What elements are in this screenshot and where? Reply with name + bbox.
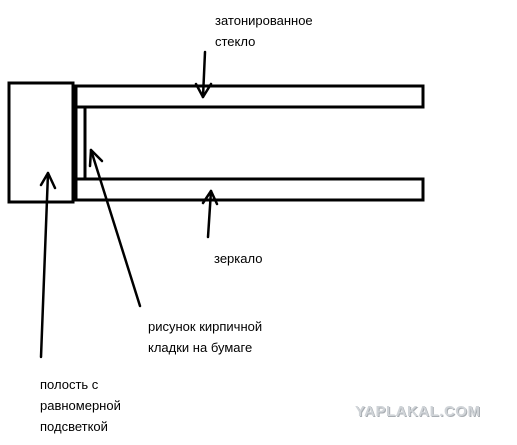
- site-watermark: YAPLAKAL.COM: [355, 403, 481, 420]
- cavity-label: полость с равномерной подсветкой: [40, 374, 121, 437]
- tinted-glass-label: затонированное стекло: [215, 10, 313, 52]
- cavity-label-line: полость с: [40, 377, 99, 392]
- brick-pattern-paper: [74, 105, 87, 181]
- mirror-arrow: [201, 189, 219, 239]
- brick-pattern-label: рисунок кирпичной кладки на бумаге: [148, 316, 262, 358]
- cavity-label-line: равномерной: [40, 398, 121, 413]
- mirror-label-line: зеркало: [214, 251, 263, 266]
- mirror-label: зеркало: [214, 248, 262, 269]
- brick-pattern-label-line: рисунок кирпичной: [148, 319, 263, 334]
- brick-pattern-label-line: кладки на бумаге: [148, 340, 253, 355]
- tinted-glass-label-line: затонированное: [215, 13, 313, 28]
- mirror-pane: [74, 177, 425, 202]
- tinted-glass-pane: [74, 84, 425, 109]
- tinted-glass-arrow: [194, 50, 213, 99]
- tinted-glass-label-line: стекло: [215, 34, 256, 49]
- cavity-arrow: [39, 171, 57, 359]
- cavity-label-line: подсветкой: [40, 419, 108, 434]
- brick-pattern-arrow: [88, 148, 142, 308]
- cavity-box: [7, 81, 75, 204]
